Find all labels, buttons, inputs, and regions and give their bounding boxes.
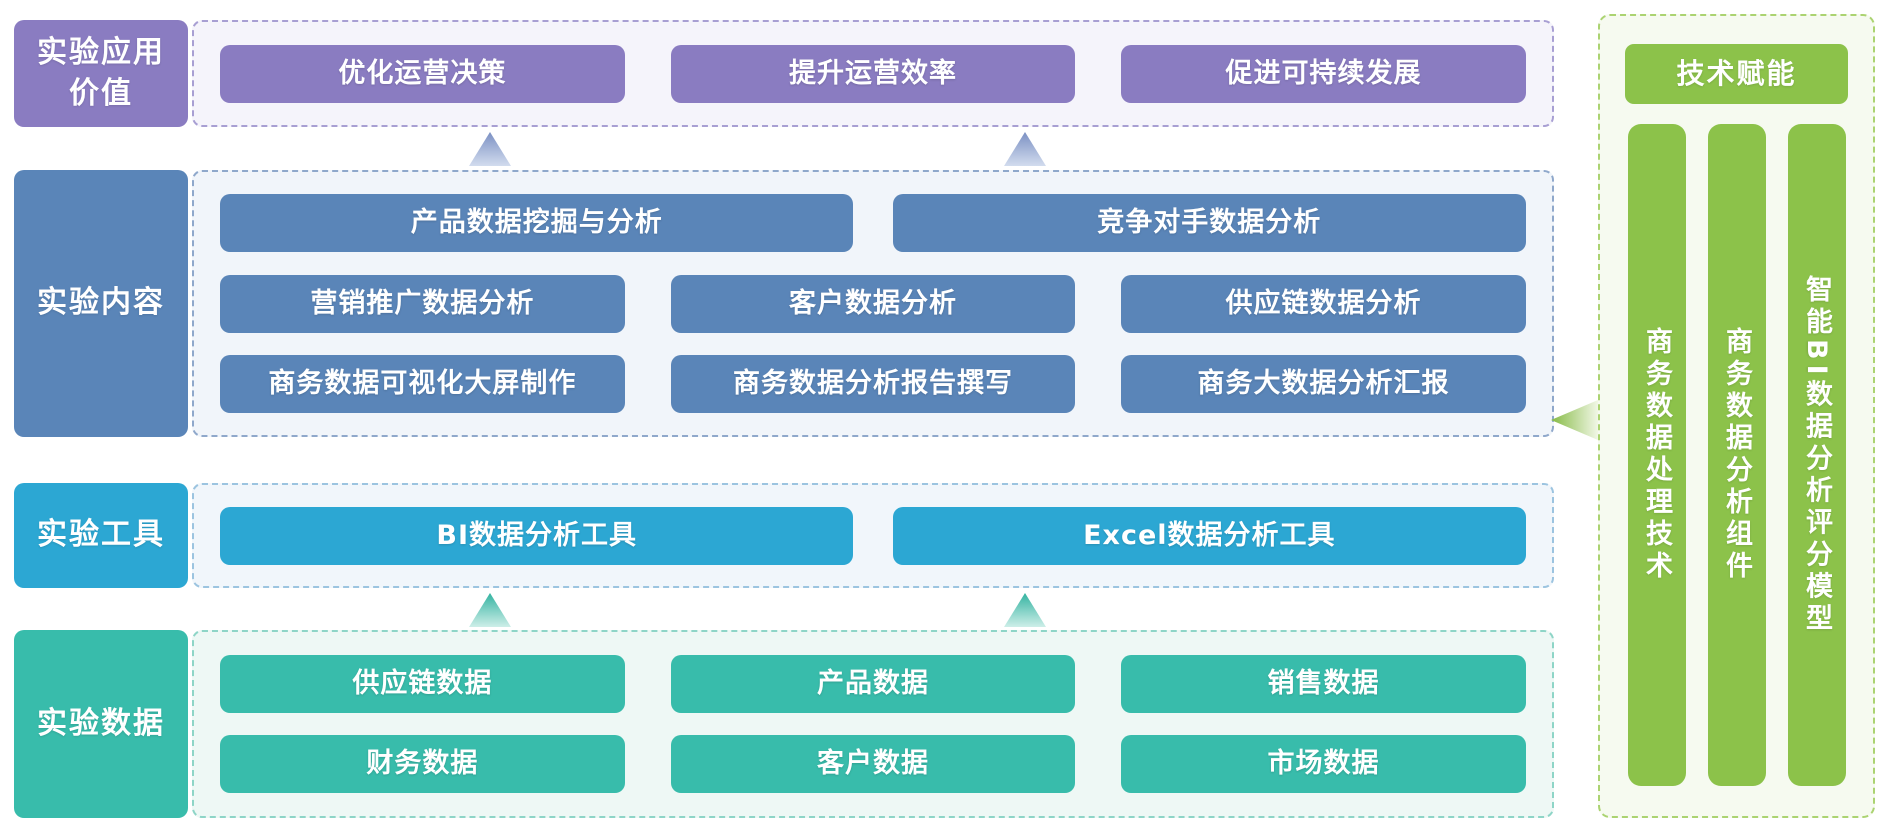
band-application-value: 实验应用 价值 优化运营决策 提升运营效率 促进可持续发展	[14, 20, 1554, 127]
tech-bar-label: 商务数据分析组件	[1721, 327, 1752, 583]
band-label-tools: 实验工具	[14, 483, 188, 588]
band-label-application-value: 实验应用 价值	[14, 20, 188, 127]
band-label-line: 价值	[69, 75, 133, 111]
band-box-data: 供应链数据 产品数据 销售数据 财务数据 客户数据 市场数据	[192, 630, 1554, 818]
pill-row: 供应链数据 产品数据 销售数据	[220, 654, 1526, 713]
band-tools: 实验工具 BI数据分析工具 Excel数据分析工具	[14, 483, 1554, 588]
band-label-line: 实验内容	[37, 285, 165, 321]
pill-row: 商务数据可视化大屏制作 商务数据分析报告撰写 商务大数据分析汇报	[220, 354, 1526, 413]
pill: 客户数据分析	[670, 274, 1076, 333]
band-box-tools: BI数据分析工具 Excel数据分析工具	[192, 483, 1554, 588]
tech-bar: 智能BI数据分析评分模型	[1787, 124, 1846, 786]
pill-row: 财务数据 客户数据 市场数据	[220, 735, 1526, 794]
pill: 客户数据	[670, 735, 1076, 794]
band-label-content: 实验内容	[14, 170, 188, 437]
pill: 优化运营决策	[220, 44, 625, 103]
band-box-application-value: 优化运营决策 提升运营效率 促进可持续发展	[192, 20, 1554, 127]
band-label-line: 实验工具	[37, 517, 165, 553]
pill: 竞争对手数据分析	[892, 194, 1526, 253]
band-label-line: 实验数据	[37, 705, 165, 741]
band-gap	[14, 437, 1554, 483]
pill-row: 产品数据挖掘与分析 竞争对手数据分析	[220, 194, 1526, 253]
pill: 销售数据	[1121, 654, 1526, 713]
tech-bar: 商务数据处理技术	[1627, 124, 1686, 786]
diagram-main-column: 实验应用 价值 优化运营决策 提升运营效率 促进可持续发展 实验内容	[14, 20, 1554, 818]
pill: Excel数据分析工具	[892, 506, 1526, 565]
pill-row: 营销推广数据分析 客户数据分析 供应链数据分析	[220, 274, 1526, 333]
arrow-gap	[14, 588, 1554, 630]
tech-bar: 商务数据分析组件	[1707, 124, 1766, 786]
band-content: 实验内容 产品数据挖掘与分析 竞争对手数据分析 营销推广数据分析 客户数据分析 …	[14, 170, 1554, 437]
pill: 提升运营效率	[670, 44, 1076, 103]
pill: 产品数据	[670, 654, 1076, 713]
band-box-content: 产品数据挖掘与分析 竞争对手数据分析 营销推广数据分析 客户数据分析 供应链数据…	[192, 170, 1554, 437]
pill: 供应链数据分析	[1121, 274, 1526, 333]
pill: 产品数据挖掘与分析	[220, 194, 854, 253]
tech-bar-label: 智能BI数据分析评分模型	[1801, 274, 1832, 636]
pill: 商务数据可视化大屏制作	[220, 354, 625, 413]
pill: 促进可持续发展	[1121, 44, 1526, 103]
pill: 供应链数据	[220, 654, 625, 713]
arrow-left-icon	[1551, 400, 1598, 440]
band-label-line: 实验应用	[37, 35, 165, 70]
pill: 营销推广数据分析	[220, 274, 625, 333]
arrow-up-icon	[1004, 132, 1046, 166]
pill: 市场数据	[1121, 735, 1526, 794]
side-panel-title: 技术赋能	[1625, 44, 1848, 104]
band-data: 实验数据 供应链数据 产品数据 销售数据 财务数据 客户数据 市场数据	[14, 630, 1554, 818]
pill-row: 优化运营决策 提升运营效率 促进可持续发展	[220, 44, 1526, 103]
arrow-up-icon	[1004, 593, 1046, 627]
pill: 财务数据	[220, 735, 625, 794]
tech-bars: 商务数据处理技术 商务数据分析组件 智能BI数据分析评分模型	[1600, 124, 1873, 786]
pill: BI数据分析工具	[220, 506, 854, 565]
tech-bar-label: 商务数据处理技术	[1641, 327, 1672, 583]
pill: 商务数据分析报告撰写	[670, 354, 1076, 413]
side-panel-tech-enablement: 技术赋能 商务数据处理技术 商务数据分析组件 智能BI数据分析评分模型	[1598, 14, 1875, 818]
band-label-data: 实验数据	[14, 630, 188, 818]
arrow-up-icon	[469, 132, 511, 166]
arrow-gap	[14, 127, 1554, 170]
arrow-up-icon	[469, 593, 511, 627]
pill: 商务大数据分析汇报	[1121, 354, 1526, 413]
pill-row: BI数据分析工具 Excel数据分析工具	[220, 506, 1526, 565]
